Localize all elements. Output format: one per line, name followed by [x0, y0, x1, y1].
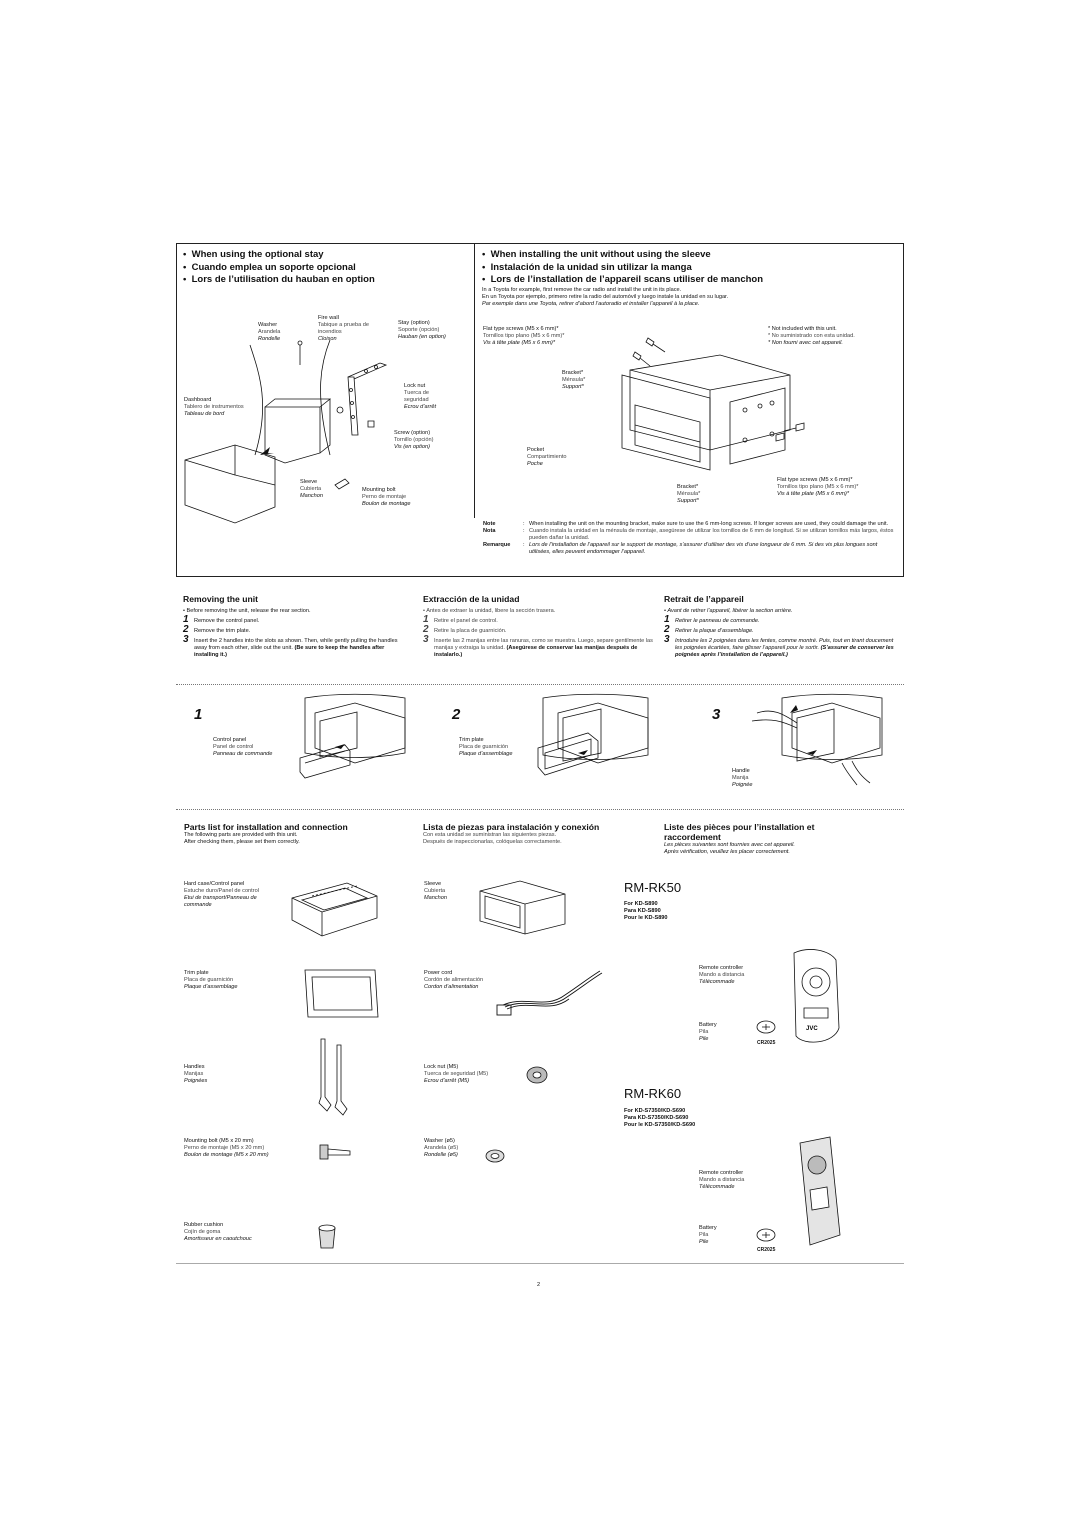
- label-flat-screws-1: Flat type screws (M5 x 6 mm)*Tornillos t…: [483, 326, 565, 346]
- stay-heading-fr: • Lors de l’utilisation du hauban en opt…: [183, 274, 375, 285]
- removing-es: Extracción de la unidad • Antes de extra…: [423, 594, 653, 658]
- label-stay: Stay (option)Soporte (opción)Hauban (en …: [398, 320, 446, 340]
- page-number: 2: [537, 1282, 541, 1288]
- power-cord-drawing: [496, 970, 603, 1016]
- rm-rk50-title: RM-RK50: [624, 880, 682, 895]
- part-locknut-label: Lock nut (M5)Tuerca de seguridad (M5)Ecr…: [424, 1064, 489, 1084]
- note-es: Nota : Cuando instala la unidad en la mé…: [483, 528, 894, 541]
- label-not-included: * Not included with this unit.* No sumin…: [768, 326, 855, 346]
- rm-rk50-cell-label: CR2025: [757, 1040, 776, 1046]
- parts-en: Parts list for installation and connecti…: [184, 822, 348, 845]
- note-en: Note : When installing the unit on the m…: [483, 521, 889, 527]
- hardcase-drawing: [291, 882, 378, 937]
- stay-installation-diagram: [184, 339, 388, 524]
- label-screw: Screw (option)Tornillo (opción)Vis (en o…: [394, 430, 434, 450]
- figure-3-drawing: [751, 693, 883, 786]
- notes: Note : When installing the unit on the m…: [483, 521, 895, 556]
- part-washer-label: Washer (ø5)Arandela (ø5)Rondelle (ø5): [424, 1138, 459, 1158]
- removing-fr: Retrait de l’appareil • Avant de retirer…: [664, 594, 894, 658]
- separator-3: [176, 1263, 904, 1264]
- nosleeve-headings: • When installing the unit without using…: [482, 249, 763, 287]
- figure-2-drawing: [537, 693, 649, 776]
- washer-drawing: [485, 1149, 505, 1163]
- jvc-logo: JVC: [806, 1026, 818, 1032]
- rm-rk60-remote-drawing: [799, 1136, 841, 1246]
- note-fr: Remarque : Lors de l’installation de l’a…: [483, 542, 878, 555]
- frame-divider: [474, 243, 475, 518]
- figure-3-number: 3: [712, 706, 721, 723]
- stay-heading-en: • When using the optional stay: [183, 249, 324, 260]
- stay-heading-es: • Cuando emplea un soporte opcional: [183, 261, 356, 273]
- figure-2-number: 2: [452, 706, 461, 723]
- nosleeve-heading-en: • When installing the unit without using…: [482, 249, 711, 260]
- label-flat-screws-2: Flat type screws (M5 x 6 mm)*Tornillos t…: [777, 477, 859, 497]
- nosleeve-intro: In a Toyota for example, first remove th…: [482, 287, 729, 307]
- rm-rk60-title: RM-RK60: [624, 1086, 682, 1101]
- rm-rk60-battery-drawing: [756, 1228, 776, 1242]
- removing-en: Removing the unit • Before removing the …: [183, 594, 398, 658]
- bracket-installation-diagram: [621, 337, 805, 471]
- nosleeve-heading-fr: • Lors de l’installation de l’appareil s…: [482, 274, 764, 285]
- figure-1-number: 1: [194, 706, 203, 723]
- rm-rk60-cell-label: CR2025: [757, 1247, 776, 1253]
- separator-2: [176, 809, 904, 810]
- parts-es: Lista de piezas para instalación y conex…: [423, 822, 600, 845]
- label-bracket-2: Bracket*Ménsula*Support*: [677, 484, 701, 504]
- locknut-drawing: [526, 1066, 548, 1084]
- rubber-cushion-drawing: [318, 1224, 336, 1249]
- label-locknut: Lock nut Tuerca de seguridad Ecrou d’arr…: [404, 383, 437, 410]
- label-bracket-1: Bracket*Ménsula*Support*: [562, 370, 586, 390]
- stay-headings: • When using the optional stay • Cuando …: [183, 249, 375, 287]
- sleeve-drawing: [479, 880, 566, 935]
- part-bolt-label: Mounting bolt (M5 x 20 mm)Perno de monta…: [184, 1138, 269, 1158]
- nosleeve-heading-es: • Instalación de la unidad sin utilizar …: [482, 261, 692, 273]
- label-firewall: Fire wall Tabique a prueba de incendios …: [318, 315, 370, 342]
- rm-rk50-remote-drawing: JVC: [793, 949, 840, 1043]
- separator-1: [176, 684, 904, 685]
- handles-drawing: [318, 1038, 348, 1116]
- trim-plate-drawing: [304, 969, 379, 1018]
- mounting-bolt-drawing: [319, 1144, 351, 1160]
- parts-fr: Liste des pièces pour l’installation et …: [664, 822, 815, 855]
- rm-rk50-battery-drawing: [756, 1020, 776, 1034]
- figure-1-drawing: [299, 693, 406, 779]
- installation-frame: [176, 243, 904, 577]
